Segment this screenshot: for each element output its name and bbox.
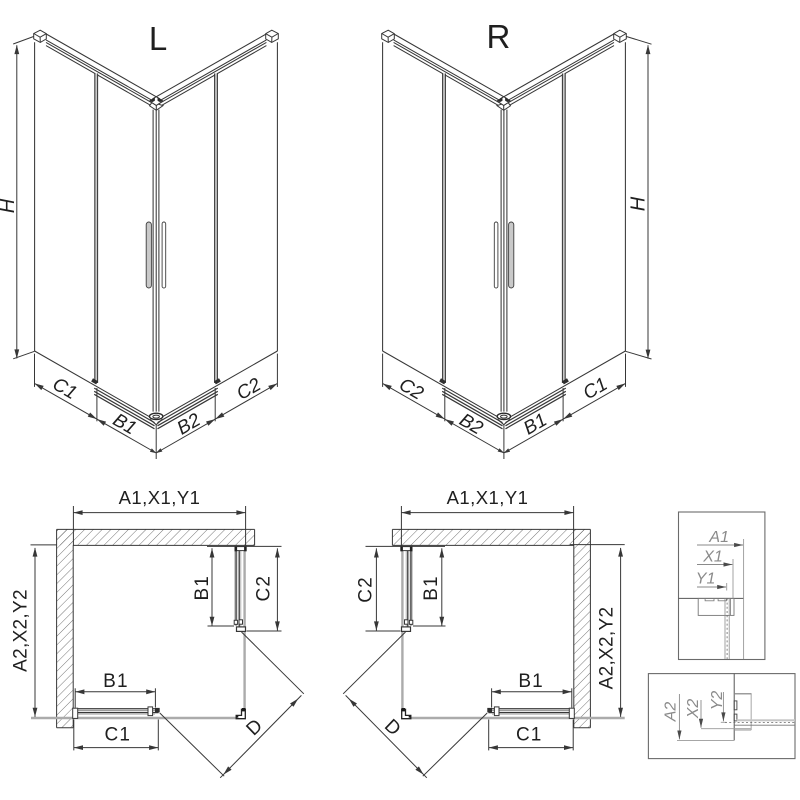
svg-text:R: R — [486, 18, 510, 55]
svg-text:H: H — [628, 196, 650, 211]
svg-text:X2: X2 — [685, 699, 702, 720]
svg-text:A1,X1,Y1: A1,X1,Y1 — [447, 487, 529, 508]
svg-text:C1: C1 — [105, 725, 132, 746]
svg-text:C2: C2 — [254, 575, 275, 602]
svg-text:A1,X1,Y1: A1,X1,Y1 — [119, 487, 201, 508]
svg-text:B1: B1 — [421, 575, 442, 600]
svg-text:A2,X2,Y2: A2,X2,Y2 — [11, 589, 32, 672]
svg-text:A2,X2,Y2: A2,X2,Y2 — [597, 607, 618, 690]
svg-text:X1: X1 — [702, 549, 723, 566]
svg-text:B1: B1 — [518, 671, 543, 692]
svg-text:A1: A1 — [708, 529, 729, 546]
svg-text:H: H — [0, 198, 19, 213]
svg-text:C2: C2 — [356, 576, 377, 603]
svg-text:Y1: Y1 — [696, 571, 716, 588]
svg-text:B1: B1 — [192, 575, 213, 600]
svg-text:L: L — [149, 20, 167, 57]
svg-text:B1: B1 — [103, 671, 128, 692]
svg-text:A2: A2 — [663, 702, 680, 723]
svg-text:C1: C1 — [516, 725, 543, 746]
svg-text:Y2: Y2 — [709, 691, 726, 711]
